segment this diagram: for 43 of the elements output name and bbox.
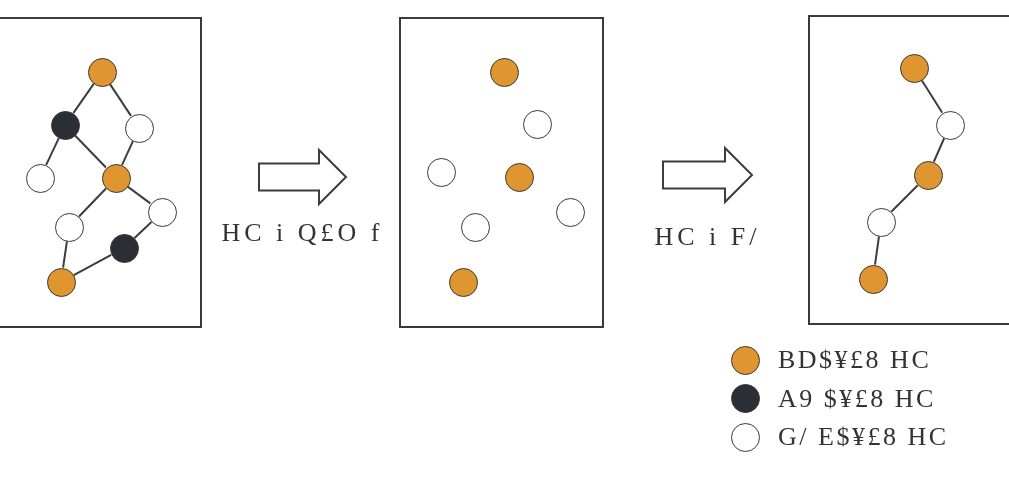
graph-node: [87, 57, 117, 87]
connector-line: [72, 82, 95, 115]
graph-node: [54, 212, 84, 242]
graph-node: [50, 110, 80, 140]
graph-node: [858, 264, 888, 294]
graph-node: [866, 207, 896, 237]
graph-node: [109, 233, 139, 263]
panel-frame: [399, 17, 604, 328]
connector-line: [109, 83, 132, 117]
graph-node: [124, 113, 154, 143]
connector-line: [874, 235, 880, 266]
graph-node: [913, 160, 943, 190]
graph-node: [522, 109, 552, 139]
graph-node: [46, 267, 76, 297]
legend-label: G/ E$¥£8 HC: [778, 422, 949, 453]
graph-node: [504, 162, 534, 192]
graph-node: [448, 267, 478, 297]
connector-line: [121, 140, 134, 166]
panel-frame: [808, 15, 1009, 325]
graph-node: [25, 163, 55, 193]
graph-node: [460, 212, 490, 242]
legend-label: BD$¥£8 HC: [778, 345, 932, 376]
connector-line: [920, 79, 944, 114]
legend-label: A9 $¥£8 HC: [778, 383, 936, 414]
connector-line: [133, 220, 153, 240]
graph-node: [899, 53, 929, 83]
graph-node: [489, 57, 519, 87]
block-arrow: [258, 147, 348, 207]
graph-node: [555, 197, 585, 227]
graph-node: [147, 197, 177, 227]
block-arrow: [662, 145, 754, 205]
connector-line: [62, 240, 68, 269]
graph-node: [101, 163, 131, 193]
connector-line: [78, 187, 107, 218]
connector-line: [126, 185, 152, 205]
graph-node: [935, 110, 965, 140]
connector-line: [74, 134, 107, 169]
connector-line: [72, 253, 113, 277]
connector-line: [45, 137, 60, 166]
connector-line: [890, 184, 919, 213]
connector-line: [932, 137, 946, 163]
panel-frame: [0, 17, 202, 328]
graph-node: [426, 157, 456, 187]
